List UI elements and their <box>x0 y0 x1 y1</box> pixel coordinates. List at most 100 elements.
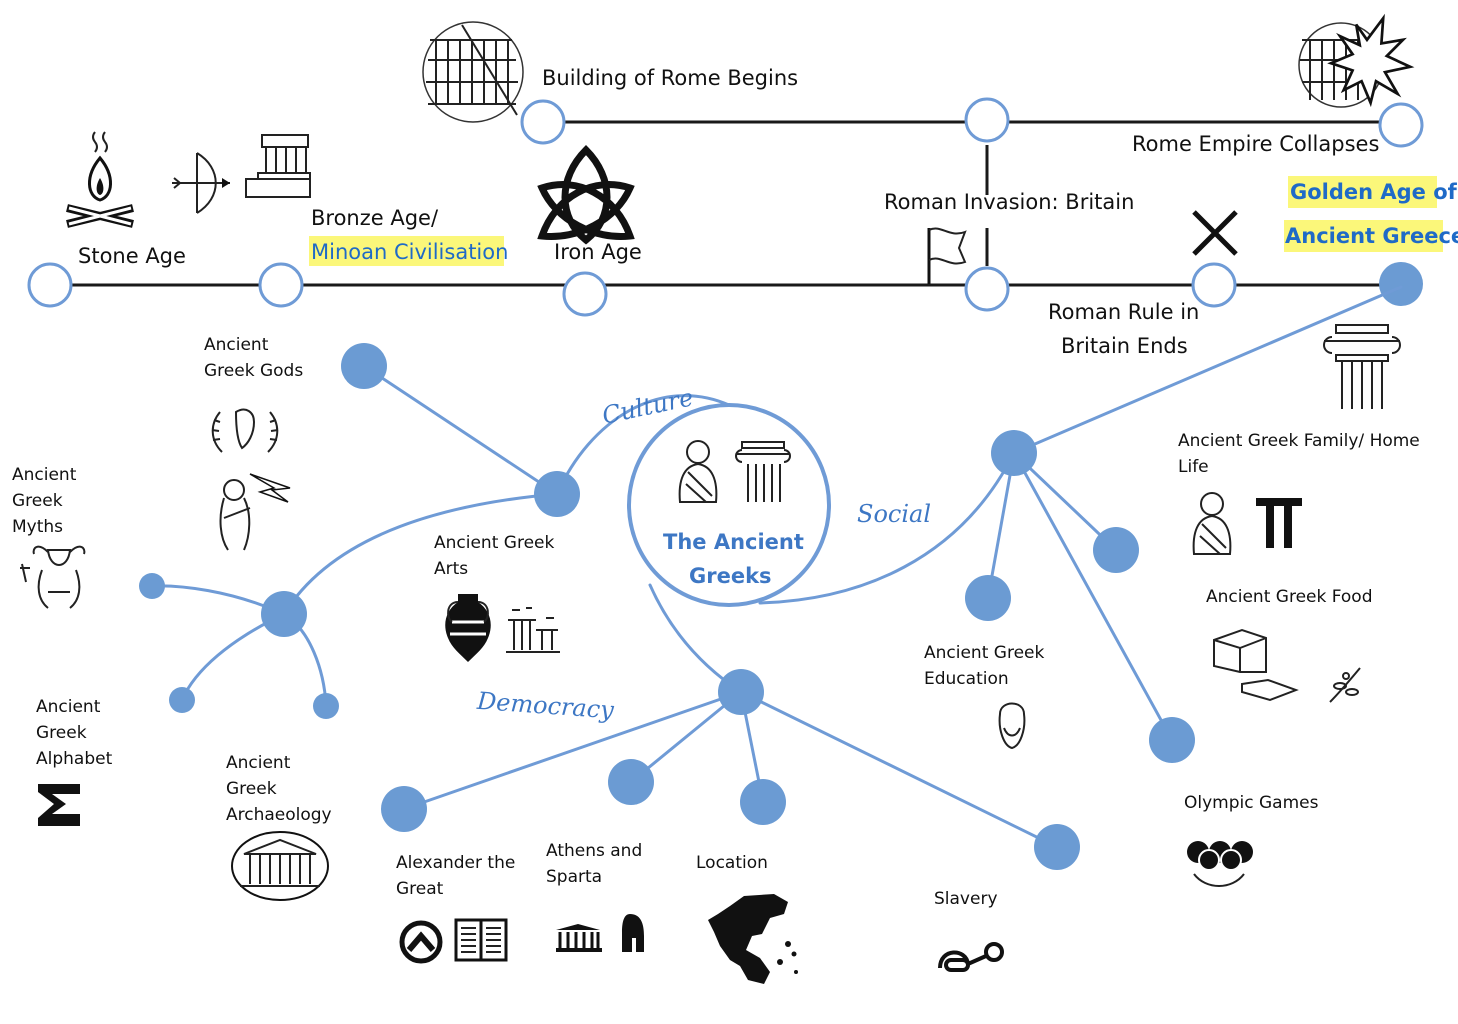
gods-label-1: Ancient <box>204 335 269 355</box>
social-label: Social <box>857 500 931 528</box>
iron-age-label: Iron Age <box>554 240 642 264</box>
node-culture[interactable] <box>534 471 580 517</box>
golden-age-label-2: Ancient Greece <box>1285 224 1458 248</box>
archaeology-label-1: Ancient <box>226 753 291 773</box>
toga-figure-icon <box>678 440 718 503</box>
golden-age-label-1: Golden Age of <box>1290 180 1458 204</box>
democracy-label: Democracy <box>475 687 615 725</box>
timeline: Stone Age Bronze Age/ Minoan Civilisatio… <box>27 66 1458 358</box>
culture-branch <box>555 394 731 496</box>
ionic-column-icon <box>1323 324 1401 409</box>
minotaur-icon <box>20 545 86 609</box>
cross-icon <box>1192 210 1238 256</box>
timeline-node-stone-age[interactable] <box>27 262 73 308</box>
node-olympics[interactable] <box>1149 717 1195 763</box>
arts-label-1: Ancient Greek <box>434 533 554 553</box>
alphabet-label-3: Alphabet <box>36 749 113 769</box>
athens-label-1: Athens and <box>546 841 642 861</box>
parthenon-icon <box>231 831 329 901</box>
node-democracy[interactable] <box>718 669 764 715</box>
gods-label-2: Greek Gods <box>204 361 303 381</box>
food-label: Ancient Greek Food <box>1206 587 1373 607</box>
colosseum-icon <box>1298 13 1415 108</box>
temple-icon <box>556 924 602 952</box>
node-gods[interactable] <box>341 343 387 389</box>
olympics-label: Olympic Games <box>1184 793 1319 813</box>
timeline-node-upper-mid[interactable] <box>964 97 1010 143</box>
myths-label-2: Greek <box>12 491 63 511</box>
ionic-column-icon <box>735 441 791 502</box>
node-education[interactable] <box>965 575 1011 621</box>
node-alexander[interactable] <box>381 786 427 832</box>
temple-icon <box>245 134 311 198</box>
zeus-icon <box>219 473 291 551</box>
ionic-column-icon <box>1256 498 1302 548</box>
bow-arrow-icon <box>172 152 230 214</box>
family-label-1: Ancient Greek Family/ Home <box>1178 431 1420 451</box>
rome-collapses-label: Rome Empire Collapses <box>1132 132 1379 156</box>
timeline-node-bronze-age[interactable] <box>258 262 304 308</box>
olympics-branch <box>1012 451 1174 742</box>
center-title-2: Greeks <box>689 564 772 588</box>
social-branch <box>758 451 1016 605</box>
amphora-icon <box>445 594 491 662</box>
family-branch <box>1012 451 1118 552</box>
timeline-node-building-rome[interactable] <box>520 99 566 145</box>
culture-to-hub <box>282 492 559 616</box>
arts-label-2: Arts <box>434 559 468 579</box>
timeline-node-golden-age[interactable] <box>1379 262 1423 306</box>
colosseum-icon <box>422 21 524 123</box>
golden-age-link <box>1012 285 1403 455</box>
shield-icon <box>399 920 443 964</box>
node-alphabet[interactable] <box>169 687 195 713</box>
laurel-head-icon <box>211 408 279 453</box>
bronze-age-label: Bronze Age/ <box>311 206 439 230</box>
node-location[interactable] <box>740 779 786 825</box>
node-slavery[interactable] <box>1034 824 1080 870</box>
stone-age-label: Stone Age <box>78 244 186 268</box>
node-culture-hub[interactable] <box>261 591 307 637</box>
athens-branch <box>629 690 743 784</box>
alphabet-label-2: Greek <box>36 723 87 743</box>
greece-map-icon <box>708 894 798 984</box>
slavery-label: Slavery <box>934 889 998 909</box>
archaeology-label-3: Archaeology <box>226 805 332 825</box>
alexander-label-2: Great <box>396 879 444 899</box>
roman-rule-label-1: Roman Rule in <box>1048 300 1199 324</box>
node-social[interactable] <box>991 430 1037 476</box>
triquetra-icon <box>537 145 635 245</box>
alexander-branch <box>402 690 743 811</box>
philosopher-head-icon <box>998 702 1026 750</box>
archaeology-label-2: Greek <box>226 779 277 799</box>
timeline-node-rome-collapses[interactable] <box>1378 102 1424 148</box>
olive-icon <box>1329 667 1361 703</box>
location-label: Location <box>696 853 768 873</box>
spartan-helmet-icon <box>622 914 644 952</box>
timeline-node-iron-age[interactable] <box>562 271 608 317</box>
golden-highlight-2 <box>1284 220 1443 252</box>
node-myths[interactable] <box>139 573 165 599</box>
alphabet-label-1: Ancient <box>36 697 101 717</box>
flag-icon <box>927 227 967 284</box>
timeline-node-roman-invasion[interactable] <box>964 266 1010 312</box>
node-athens[interactable] <box>608 759 654 805</box>
timeline-node-roman-rule-ends[interactable] <box>1191 262 1237 308</box>
shackles-icon <box>938 942 1004 972</box>
myths-label-1: Ancient <box>12 465 77 485</box>
athens-label-2: Sparta <box>546 867 602 887</box>
building-rome-label: Building of Rome Begins <box>542 66 798 90</box>
node-family[interactable] <box>1093 527 1139 573</box>
roman-invasion-label: Roman Invasion: Britain <box>884 190 1134 214</box>
book-icon <box>454 918 508 962</box>
ruins-icon <box>506 607 560 653</box>
olympic-rings-icon <box>1187 841 1253 887</box>
gods-branch <box>362 364 559 496</box>
campfire-icon <box>66 131 134 228</box>
minoan-highlight <box>309 236 504 266</box>
minoan-label: Minoan Civilisation <box>311 240 508 264</box>
node-archaeology[interactable] <box>313 693 339 719</box>
education-branch <box>986 451 1016 600</box>
family-label-2: Life <box>1178 457 1209 477</box>
education-label-1: Ancient Greek <box>924 643 1044 663</box>
